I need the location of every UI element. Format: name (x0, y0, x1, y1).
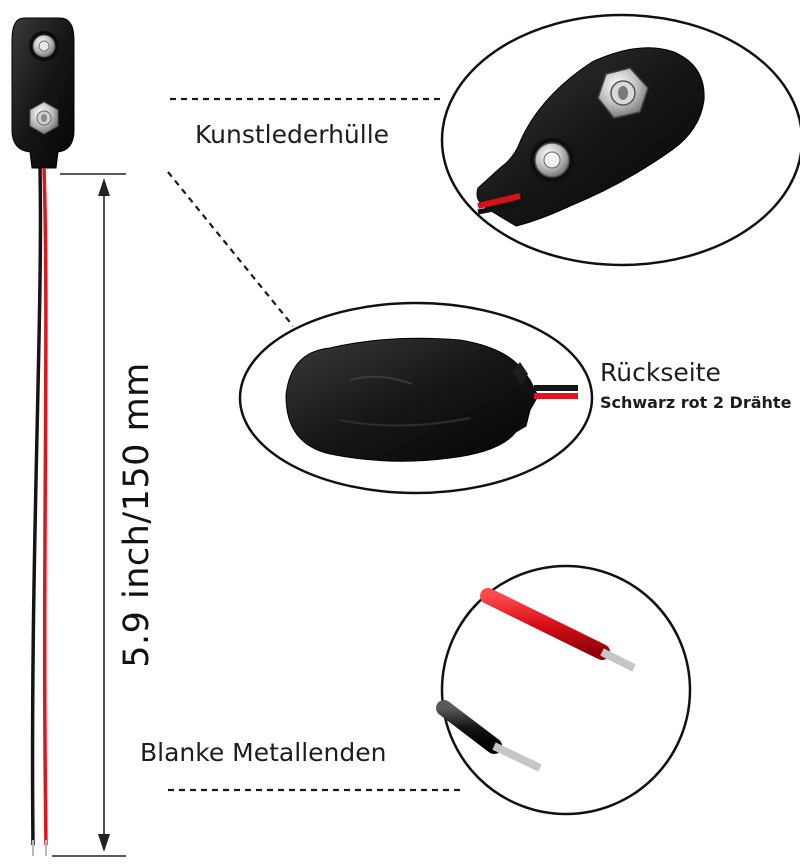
wire-ends-closeup (436, 564, 692, 816)
battery-clip (11, 17, 75, 169)
back-closeup (238, 301, 594, 495)
label-bare-metal-ends: Blanke Metallenden (140, 738, 387, 767)
long-wires (30, 167, 48, 856)
label-back-side-detail: Schwarz rot 2 Drähte (600, 393, 792, 412)
label-back-side: Rückseite (600, 358, 721, 387)
length-dimension (52, 173, 126, 857)
leader-lines (167, 97, 463, 792)
label-faux-leather-cover: Kunstlederhülle (195, 120, 390, 149)
label-length: 5.9 inch/150 mm (117, 362, 157, 668)
front-closeup (440, 13, 800, 267)
